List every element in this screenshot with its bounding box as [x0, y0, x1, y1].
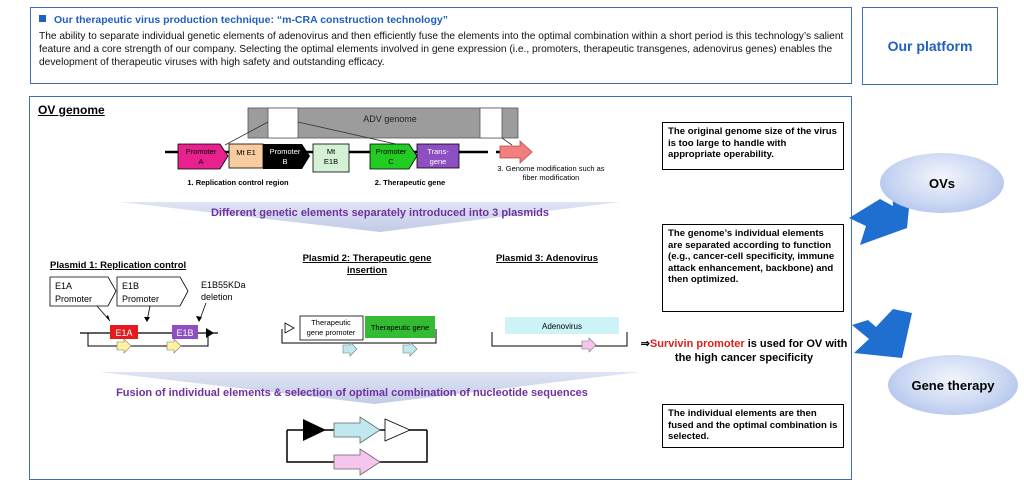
platform-label: Our platform — [862, 7, 998, 85]
bullet-square-icon — [39, 15, 46, 22]
mt-e1-label: Mt E1 — [236, 148, 256, 157]
p1-marker-1 — [116, 338, 132, 354]
p1-marker-2 — [166, 338, 182, 354]
adv-genome-bar: ADV genome — [224, 107, 519, 146]
replication-region-label: 1. Replication control region — [187, 178, 289, 187]
e1a-label: E1A — [115, 328, 132, 338]
therapeutic-gene-box — [365, 316, 435, 338]
band-1-text: Different genetic elements separately in… — [211, 207, 549, 219]
adenovirus-box — [505, 317, 619, 334]
therapeutic-gene-label: 2. Therapeutic gene — [375, 178, 445, 187]
survivin-rest-text: is used for OV with the high cancer spec… — [674, 338, 848, 364]
intro-panel: Our therapeutic virus production techniq… — [30, 7, 852, 84]
promoter-b-block — [263, 144, 310, 169]
adv-genome-label: ADV genome — [363, 114, 417, 124]
band-2-text: Fusion of individual elements & selectio… — [116, 387, 588, 399]
intro-body: The ability to separate individual genet… — [39, 31, 844, 69]
plasmid-3-title: Plasmid 3: Adenovirus — [496, 253, 598, 264]
p3-marker — [581, 337, 597, 353]
promoter-c-block — [369, 143, 418, 170]
therapeutic-gene-box-label: Therapeutic gene — [371, 323, 429, 332]
gene-therapy-ellipse: Gene therapy — [888, 355, 1018, 415]
survivin-note: ⇒Survivin promoter is used for OV with t… — [636, 337, 852, 365]
mt-e1b-block — [312, 143, 350, 173]
fused-gene-arrow — [333, 416, 381, 444]
promoter-a-block — [177, 143, 229, 170]
implies-arrow: ⇒ — [640, 338, 650, 350]
e1b-label: E1B — [176, 328, 193, 338]
fused-element — [384, 418, 411, 442]
mt-e1-block — [228, 143, 264, 169]
plasmid-1-title: Plasmid 1: Replication control — [50, 260, 186, 271]
fiber-mod-arrow — [499, 140, 533, 164]
e1b-block — [172, 325, 198, 339]
ov-genome-panel: OV genome — [29, 96, 852, 480]
p2-marker-2 — [402, 341, 418, 357]
note-elements-separated: The genome’s individual elements are sep… — [662, 224, 844, 312]
intro-heading: Our therapeutic virus production techniq… — [39, 14, 448, 26]
p2-marker-1 — [342, 341, 358, 357]
survivin-promoter-text: Survivin promoter — [649, 338, 745, 350]
therapeutic-promoter-box — [299, 315, 364, 341]
fused-promoter — [303, 419, 326, 441]
band-1-shape — [120, 202, 620, 232]
note-genome-size: The original genome size of the virus is… — [662, 122, 844, 170]
band-2-shape — [100, 372, 640, 404]
ov-genome-title: OV genome — [38, 103, 105, 117]
transgene-block — [416, 143, 460, 169]
arrow-to-gene-therapy — [852, 309, 912, 358]
adenovirus-label: Adenovirus — [542, 322, 582, 331]
note-fused-selected: The individual elements are then fused a… — [662, 404, 844, 448]
e1a-promoter-box — [49, 276, 117, 307]
ovs-ellipse: OVs — [880, 153, 1004, 213]
fused-backbone-arrow — [333, 448, 381, 476]
e1b-promoter-box — [116, 276, 189, 307]
e1a-block — [110, 325, 138, 339]
transgene-label: Trans-gene — [427, 147, 449, 166]
